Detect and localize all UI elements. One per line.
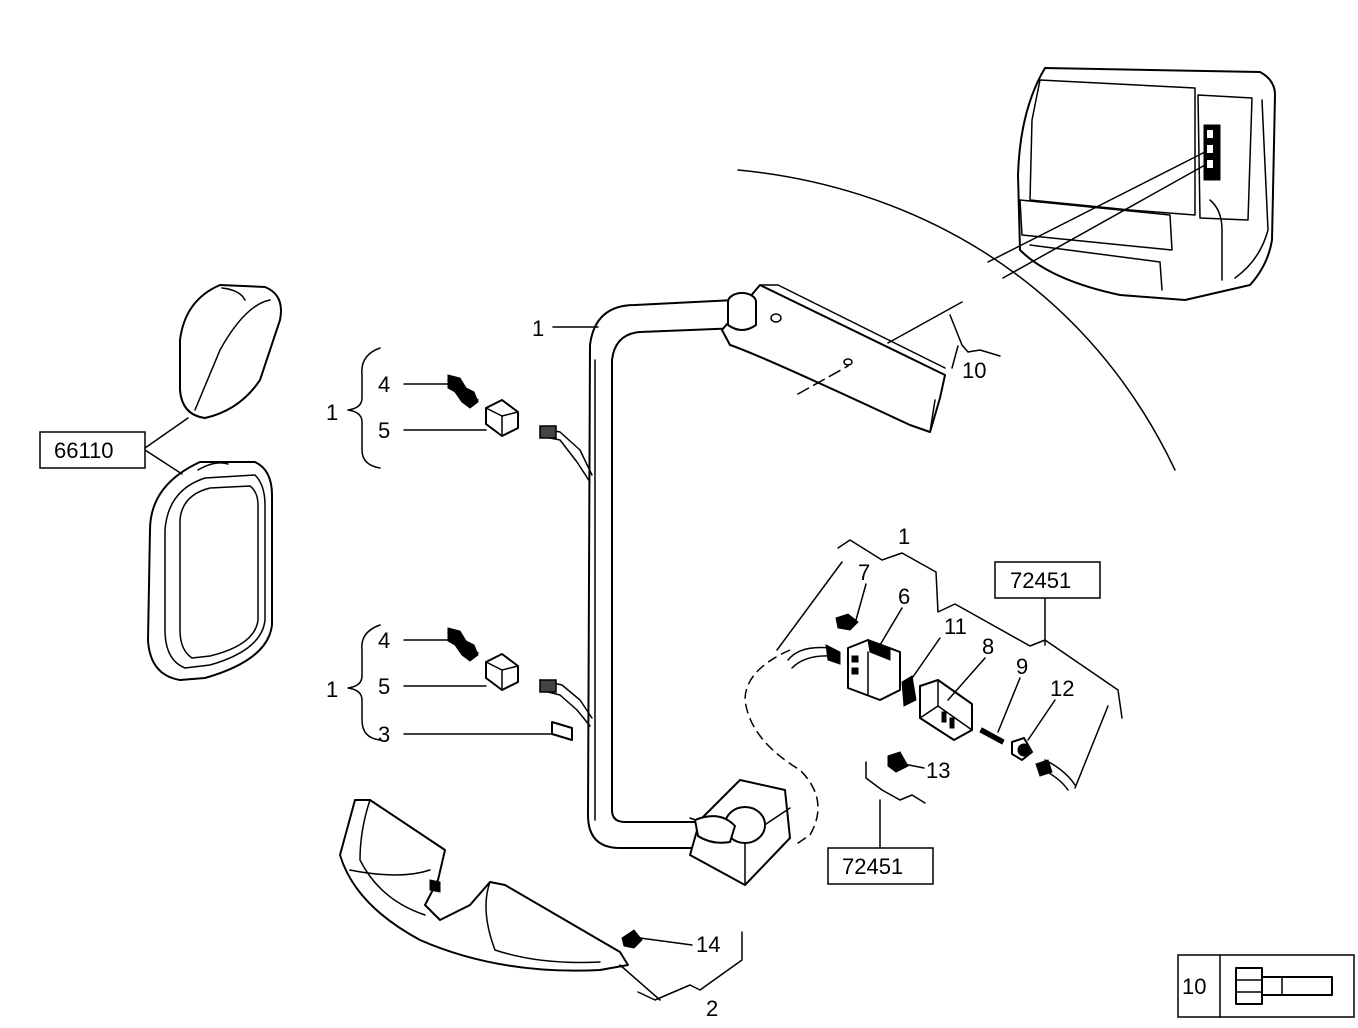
callout-1-bracket: 1 [898, 524, 910, 549]
mirror-ref-box [39, 431, 146, 469]
callout-12: 12 [1050, 676, 1074, 701]
connector-ref-label-lower: 72451 [842, 854, 903, 879]
callout-5-upper: 5 [378, 418, 390, 443]
callout-4-lower: 4 [378, 628, 390, 653]
callout-13: 13 [926, 758, 950, 783]
callout-7: 7 [858, 560, 870, 585]
callout-11: 11 [944, 614, 967, 639]
brace-lower [347, 624, 381, 741]
mirror-arm [587, 284, 963, 886]
cable-route [744, 649, 819, 846]
mirror-large [147, 461, 273, 681]
cab-detail-arc [737, 169, 1176, 471]
callout-4-upper: 4 [378, 372, 390, 397]
callout-1-upper-group: 1 [326, 400, 338, 425]
brace-upper [347, 347, 381, 469]
callout-6: 6 [898, 584, 910, 609]
part-14 [621, 929, 643, 949]
brace-right-top [837, 539, 1123, 719]
legend-box: 10 [1177, 954, 1355, 1018]
bolt-icon [1235, 967, 1333, 1005]
mirror-small [179, 284, 282, 419]
clip-upper [447, 374, 479, 409]
callout-1-arm: 1 [532, 316, 544, 341]
part-6 [847, 639, 901, 701]
lower-cover [339, 799, 629, 972]
part-8 [919, 679, 973, 741]
part-13 [887, 751, 909, 773]
clip-lower [447, 627, 479, 662]
callout-10: 10 [962, 358, 986, 383]
callout-5-lower: 5 [378, 674, 390, 699]
part-7 [835, 613, 859, 631]
truck-cab-illustration [987, 67, 1276, 301]
callout-3: 3 [378, 722, 390, 747]
connector-upper [485, 399, 519, 437]
part-9 [979, 727, 1005, 745]
callout-2: 2 [706, 996, 718, 1021]
connector-ref-box-upper [994, 561, 1101, 599]
callout-9: 9 [1016, 654, 1028, 679]
connector-ref-label-upper: 72451 [1010, 568, 1071, 593]
callout-8: 8 [982, 634, 994, 659]
callout-14: 14 [696, 932, 720, 957]
callout-1-lower-group: 1 [326, 677, 338, 702]
connector-lower [485, 653, 519, 691]
mirror-ref-label: 66110 [54, 438, 114, 463]
legend-number: 10 [1182, 974, 1206, 999]
part-12 [1011, 737, 1033, 761]
part-11 [901, 675, 917, 707]
